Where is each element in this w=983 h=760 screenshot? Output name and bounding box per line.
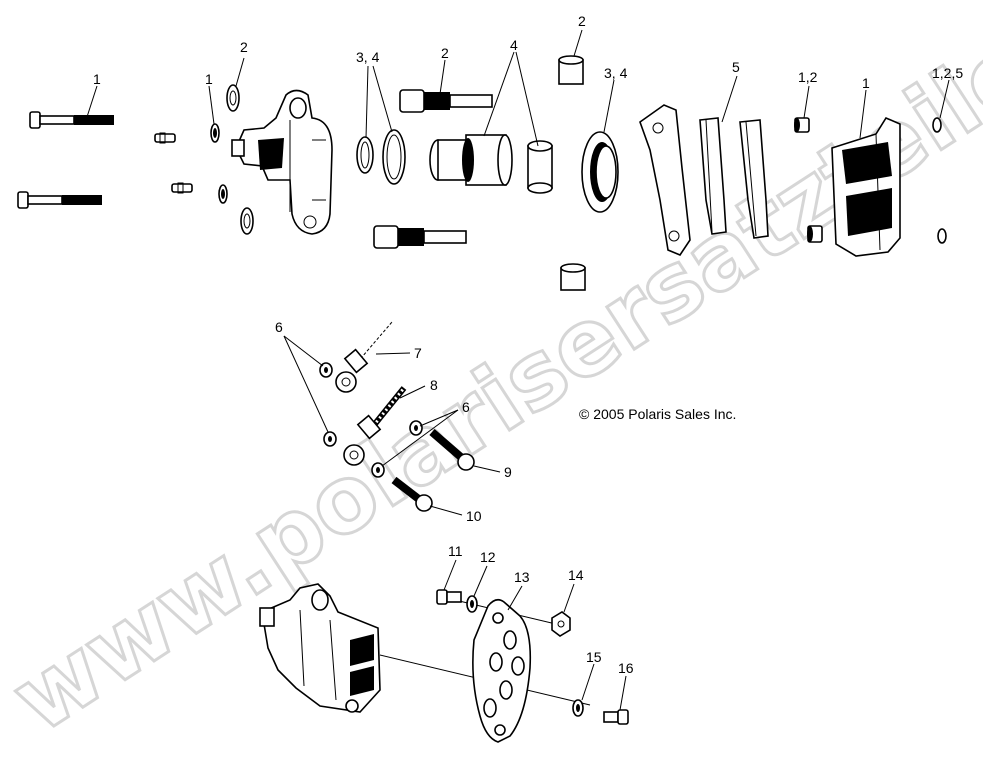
brake-line-8 bbox=[343, 386, 407, 466]
nut-14 bbox=[551, 611, 571, 637]
seal-3-4-right bbox=[581, 131, 619, 213]
callout-labels: 1 1 2 3, 4 2 4 2 3, 4 5 1,2 1 1,2,5 6 7 … bbox=[93, 13, 963, 676]
caliper-housing-left bbox=[231, 89, 333, 235]
slide-pin-lower bbox=[373, 225, 467, 249]
callout-2b: 2 bbox=[441, 45, 449, 61]
brake-line-7 bbox=[335, 321, 394, 393]
brake-pad-inner bbox=[699, 117, 727, 235]
bolt-16 bbox=[603, 709, 629, 725]
bleeder-screw-upper bbox=[154, 132, 176, 144]
retaining-clips bbox=[932, 117, 947, 244]
callout-1-2-5: 1,2,5 bbox=[932, 65, 963, 81]
bleeder-screw-lower bbox=[171, 182, 193, 194]
o-rings-3-4-left bbox=[356, 129, 406, 185]
callout-16: 16 bbox=[618, 660, 634, 676]
brake-pad-outer bbox=[739, 119, 769, 239]
brake-disc-13 bbox=[472, 598, 532, 743]
washer-15 bbox=[572, 699, 584, 717]
slide-pin-upper bbox=[399, 89, 493, 113]
caliper-bracket bbox=[639, 104, 691, 256]
bolt-1-upper bbox=[29, 111, 114, 129]
washer-12 bbox=[466, 595, 478, 613]
callout-5: 5 bbox=[732, 59, 740, 75]
callout-13: 13 bbox=[514, 569, 530, 585]
pin-boot-lower bbox=[807, 225, 823, 243]
callout-4: 4 bbox=[510, 37, 518, 53]
banjo-bolt-9 bbox=[429, 428, 475, 471]
piston bbox=[429, 134, 513, 186]
leader-lines bbox=[85, 29, 950, 711]
bolt-1-lower bbox=[17, 191, 102, 209]
callout-6b: 6 bbox=[462, 399, 470, 415]
callout-1a: 1 bbox=[93, 71, 101, 87]
crush-washers-6 bbox=[319, 362, 423, 478]
callout-15: 15 bbox=[586, 649, 602, 665]
piston-cup bbox=[527, 140, 553, 194]
callout-10: 10 bbox=[466, 508, 482, 524]
callout-12: 12 bbox=[480, 549, 496, 565]
callout-11: 11 bbox=[448, 543, 463, 559]
bolt-11 bbox=[436, 589, 462, 605]
bushing-lower bbox=[560, 263, 586, 291]
callout-1c: 1 bbox=[862, 75, 870, 91]
caliper-body-right bbox=[831, 116, 901, 257]
washers-left-group bbox=[210, 84, 254, 235]
caliper-assembly-bottom bbox=[259, 583, 381, 713]
callout-1-2: 1,2 bbox=[798, 69, 818, 85]
callout-3-4a: 3, 4 bbox=[356, 49, 380, 65]
callout-1b: 1 bbox=[205, 71, 213, 87]
pin-boot-upper bbox=[794, 117, 810, 133]
callout-14: 14 bbox=[568, 567, 584, 583]
banjo-bolt-10 bbox=[391, 476, 433, 512]
callout-8: 8 bbox=[430, 377, 438, 393]
callout-6a: 6 bbox=[275, 319, 283, 335]
callout-7: 7 bbox=[414, 345, 422, 361]
callout-9: 9 bbox=[504, 464, 512, 480]
callout-2c: 2 bbox=[578, 13, 586, 29]
copyright-notice: © 2005 Polaris Sales Inc. bbox=[579, 406, 736, 422]
callout-3-4b: 3, 4 bbox=[604, 65, 628, 81]
bushing-upper bbox=[558, 55, 584, 85]
callout-2a: 2 bbox=[240, 39, 248, 55]
